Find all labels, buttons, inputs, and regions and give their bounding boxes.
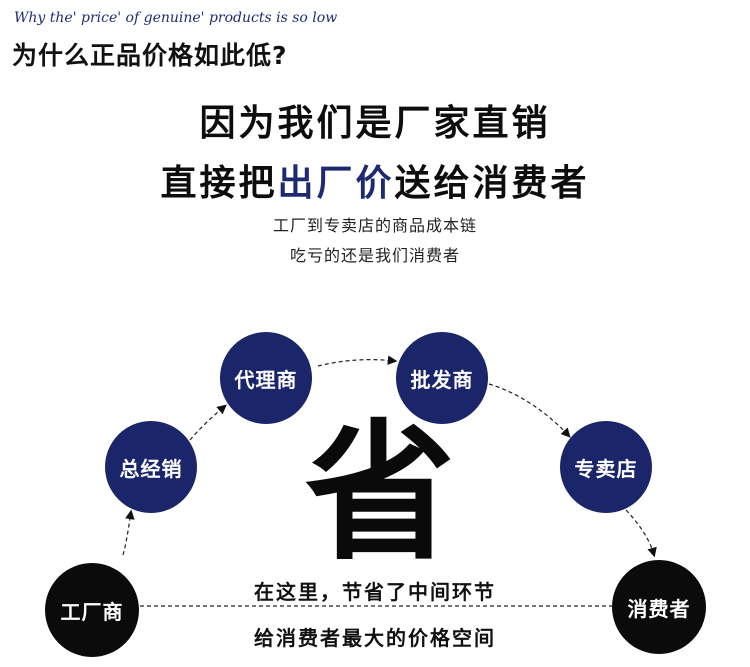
bottom-caption-line-1: 在这里，节省了中间环节 — [254, 580, 496, 604]
node-agent-label: 代理商 — [234, 367, 298, 392]
node-consumer-label: 消费者 — [627, 596, 691, 621]
save-character: 省 — [304, 405, 455, 581]
node-agent: 代理商 — [220, 332, 312, 424]
headline-line-2-before: 直接把 — [160, 163, 278, 204]
headline-line-1: 因为我们是厂家直销 — [199, 103, 551, 144]
arrow-factory-to-general — [122, 509, 135, 556]
node-store-label: 专卖店 — [574, 456, 638, 481]
headline-line-2: 直接把出厂价送给消费者 — [0, 154, 750, 206]
headline-line-2-after: 送给消费者 — [394, 163, 590, 204]
arrow-wholesaler-to-store — [488, 383, 571, 438]
english-tagline: Why the' price' of genuine' products is … — [14, 10, 338, 26]
node-store: 专卖店 — [560, 421, 652, 513]
node-factory-label: 工厂商 — [60, 599, 124, 624]
headline-accent-factory-price: 出厂价 — [277, 163, 395, 204]
node-consumer: 消费者 — [612, 560, 706, 654]
arrow-agent-to-wholesaler — [317, 355, 398, 367]
node-factory: 工厂商 — [45, 563, 139, 657]
node-wholesaler-label: 批发商 — [410, 367, 474, 392]
arrow-store-to-consumer — [625, 509, 657, 558]
node-wholesaler: 批发商 — [396, 332, 488, 424]
chinese-question-title: 为什么正品价格如此低? — [12, 41, 288, 70]
node-general-distributor: 总经销 — [105, 421, 197, 513]
subtext-line-1: 工厂到专卖店的商品成本链 — [272, 216, 477, 235]
arrow-general-to-agent — [189, 404, 227, 441]
bottom-caption-line-2: 给消费者最大的价格空间 — [254, 626, 496, 650]
node-general-distributor-label: 总经销 — [119, 456, 183, 481]
subtext-line-2: 吃亏的还是我们消费者 — [289, 246, 460, 265]
